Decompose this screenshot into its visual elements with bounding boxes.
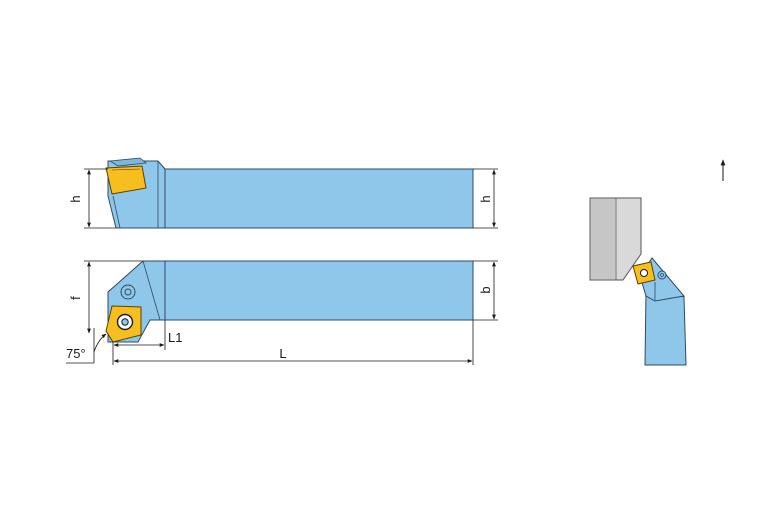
application-view — [589, 197, 687, 366]
head-edge-line — [112, 195, 121, 229]
l-label: L — [279, 346, 286, 361]
app-insert-hole — [640, 269, 648, 277]
screw-icon — [120, 284, 136, 300]
b-label: b — [478, 286, 493, 293]
head-top-bevel — [142, 260, 161, 321]
h-right-label: h — [478, 195, 493, 202]
f-label: f — [68, 296, 83, 300]
l1-label: L1 — [168, 330, 182, 345]
insert-side-edge — [111, 168, 141, 171]
clamp-side — [108, 157, 147, 167]
angle-arc — [93, 333, 107, 353]
angle-label: 75° — [66, 346, 86, 361]
workpiece-shade — [591, 199, 615, 279]
shank-side — [164, 168, 474, 229]
h-left-label: h — [68, 195, 83, 202]
side-view: h h — [68, 157, 498, 229]
top-view: f b L1 L 75° — [66, 260, 498, 365]
app-screw-icon — [657, 270, 667, 280]
insert-side — [105, 165, 147, 195]
shank-top — [164, 260, 474, 321]
insert-hole-inner — [121, 318, 129, 326]
